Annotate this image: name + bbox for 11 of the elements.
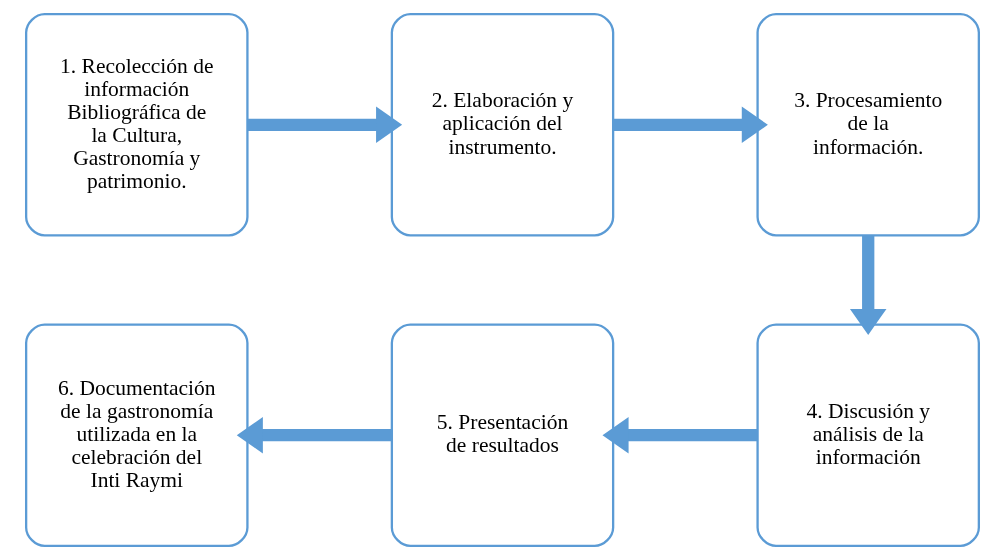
node-box: 3. Procesamiento de la información. bbox=[755, 13, 980, 237]
arrow bbox=[849, 235, 886, 335]
arrow bbox=[602, 416, 757, 454]
node-box: 5. Presentación de resultados bbox=[390, 323, 614, 547]
node-box: 1. Recolección de información Bibliográfica de la Cultura, Gastronomía y patrimonio. bbox=[24, 13, 249, 237]
arrow bbox=[236, 416, 391, 454]
arrow bbox=[612, 106, 768, 144]
node-box: 6. Documentación de la gastronomía utilizada en la celebración del Inti Raymi bbox=[24, 323, 249, 547]
node-box: 2. Elaboración y aplicación del instrumento. bbox=[390, 13, 614, 237]
arrow bbox=[247, 106, 402, 144]
node-box: 4. Discusión y análisis de la información bbox=[755, 323, 980, 547]
